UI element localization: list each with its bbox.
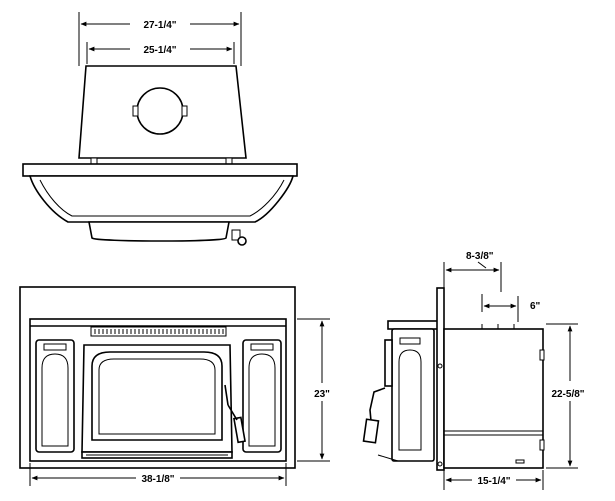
right-side-panel bbox=[248, 353, 276, 447]
top-outer-width-dimension: 27-1/4" bbox=[80, 20, 240, 31]
left-side-panel bbox=[41, 353, 69, 447]
flue-collar bbox=[136, 87, 184, 135]
top-view: 27-1/4" 25-1/4" bbox=[22, 12, 298, 246]
side-mounting-flange bbox=[436, 287, 445, 471]
top-inner-width-dimension: 25-1/4" bbox=[88, 45, 233, 56]
side-flue-offset-dimension: 6" bbox=[481, 294, 541, 322]
front-view: 23" 38-1/8" bbox=[19, 286, 330, 486]
lower-tray bbox=[88, 221, 230, 242]
surround-bowl bbox=[28, 175, 295, 223]
side-flue-offset-label: 6" bbox=[530, 301, 541, 312]
side-firebox-body bbox=[443, 328, 544, 469]
control-knob bbox=[237, 236, 247, 246]
side-view: 8-3/8" 6" 22-5/8" 15-1/4" bbox=[362, 251, 585, 490]
side-height-label: 22-5/8" bbox=[551, 389, 584, 400]
door-handle bbox=[233, 416, 246, 444]
front-width-label: 38-1/8" bbox=[141, 474, 174, 485]
front-width-dimension: 38-1/8" bbox=[29, 463, 287, 486]
side-door-handle bbox=[362, 418, 380, 444]
side-top-offset-label: 8-3/8" bbox=[466, 251, 494, 262]
door-glass bbox=[91, 351, 223, 441]
side-depth-label: 15-1/4" bbox=[477, 476, 510, 487]
surround-plate bbox=[22, 163, 298, 177]
top-inner-width-label: 25-1/4" bbox=[143, 45, 176, 56]
side-depth-dimension: 15-1/4" bbox=[443, 470, 544, 490]
front-height-dimension: 23" bbox=[297, 318, 330, 462]
top-outer-width-label: 27-1/4" bbox=[143, 20, 176, 31]
top-grille bbox=[94, 329, 224, 334]
front-height-label: 23" bbox=[314, 389, 330, 400]
side-height-dimension: 22-5/8" bbox=[546, 323, 585, 469]
side-top-offset-dimension: 8-3/8" bbox=[443, 251, 502, 292]
